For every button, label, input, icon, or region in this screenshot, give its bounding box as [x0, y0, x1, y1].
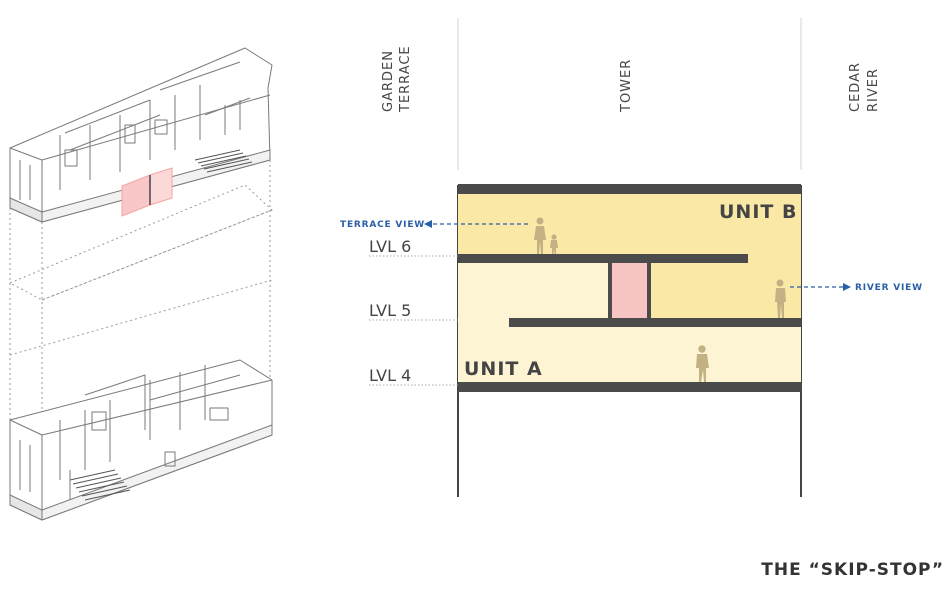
child-figure-unit-b	[550, 234, 558, 254]
terrace-arrow-head	[424, 220, 432, 228]
column-label-garden-line2: TERRACE	[398, 45, 413, 113]
river-view-label: RIVER VIEW	[855, 283, 923, 293]
level-label-lvl5: LVL 5	[369, 301, 411, 320]
column-label-cedar-line1: CEDAR	[848, 62, 863, 112]
unit-b-label: UNIT B	[719, 201, 797, 223]
column-label-garden-line1: GARDEN	[381, 50, 396, 112]
isometric-lower-unit	[9, 359, 273, 521]
adult-figure-unit-b	[534, 217, 546, 254]
adult-figure-river	[775, 279, 786, 318]
lvl5-slab	[509, 318, 801, 327]
column-label-cedar-line2: RIVER	[866, 68, 881, 112]
arrow-heads	[424, 220, 851, 291]
core-wall-right	[647, 263, 651, 318]
core-wall-left	[608, 263, 612, 318]
column-headers: GARDEN TERRACE TOWER CEDAR RIVER	[381, 45, 881, 113]
unit-a-fill-lower	[458, 318, 801, 382]
unit-a-label: UNIT A	[464, 358, 543, 380]
diagram-title: THE “SKIP-STOP”	[761, 560, 944, 580]
river-arrow-head	[843, 283, 851, 291]
view-labels: TERRACE VIEW RIVER VIEW	[340, 220, 923, 293]
level-label-lvl4: LVL 4	[369, 366, 411, 385]
column-label-tower: TOWER	[619, 59, 634, 113]
isometric-drawings	[9, 47, 273, 521]
human-figures	[534, 217, 786, 382]
level-labels: LVL 6 LVL 5 LVL 4	[369, 237, 411, 385]
level-leaders	[369, 255, 458, 386]
column-guides	[457, 18, 802, 170]
unit-b-upper-fill	[458, 194, 801, 254]
unit-labels: UNIT B UNIT A	[464, 201, 797, 380]
unit-a-fill-upper	[458, 263, 611, 318]
lvl4-slab	[458, 382, 801, 392]
lvl6-slab	[458, 254, 748, 263]
floor-slabs	[458, 184, 801, 392]
isometric-ghost-volume	[9, 160, 273, 440]
adult-figure-unit-a	[696, 345, 709, 382]
view-arrows	[430, 223, 845, 288]
unit-b-lower-fill-ext	[748, 254, 801, 263]
roof-slab	[458, 184, 801, 194]
vertical-core	[611, 263, 650, 318]
terrace-view-label: TERRACE VIEW	[340, 220, 425, 230]
level-label-lvl6: LVL 6	[369, 237, 411, 256]
isometric-upper-unit	[9, 47, 273, 223]
